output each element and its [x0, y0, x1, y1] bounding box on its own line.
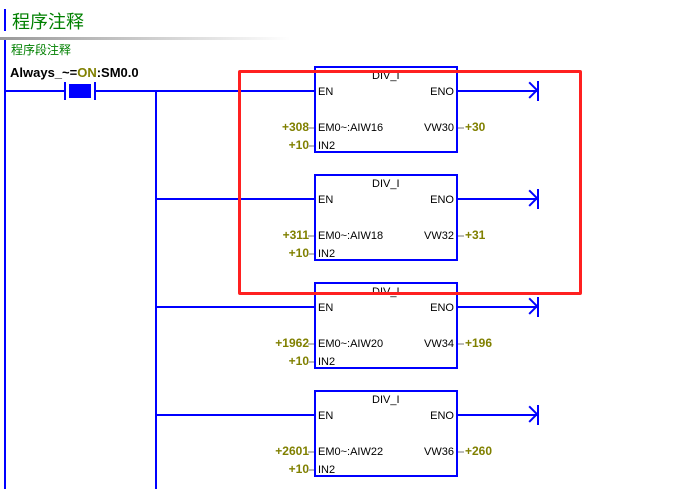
- out-value: +31: [465, 228, 486, 242]
- coil-end-icon: [537, 297, 539, 317]
- coil-end-icon: [537, 81, 539, 101]
- div-i-block[interactable]: DIV_I EN ENO EM0~:AIW16 VW30 IN2: [314, 66, 458, 153]
- eno-wire: [458, 90, 538, 92]
- out-operand[interactable]: VW32: [424, 230, 454, 242]
- in1-value: +2601: [275, 444, 309, 458]
- eno-wire: [458, 414, 538, 416]
- coil-end-icon: [537, 189, 539, 209]
- in1-operand[interactable]: EM0~:AIW18: [318, 230, 384, 242]
- out-value: +196: [465, 336, 493, 350]
- pin-stub: [308, 235, 314, 237]
- in2-value: +10: [288, 246, 309, 260]
- en-pin: EN: [318, 194, 334, 206]
- en-pin: EN: [318, 410, 334, 422]
- branch-en-wire: [156, 414, 314, 416]
- eno-pin: ENO: [430, 302, 454, 314]
- in2-value: +10: [288, 462, 309, 476]
- pin-stub: [308, 469, 314, 471]
- branch-wire: [155, 90, 157, 489]
- contact-sm0-0[interactable]: [64, 82, 96, 100]
- in2-pin: IN2: [318, 248, 336, 260]
- power-rail: [4, 40, 6, 489]
- arrow-icon: [521, 405, 539, 423]
- pin-stub: [308, 361, 314, 363]
- highlight-rectangle: [238, 70, 582, 295]
- pin-stub: [308, 145, 314, 147]
- separator: [0, 37, 290, 40]
- pin-stub: [308, 343, 314, 345]
- in1-value: +311: [282, 228, 309, 242]
- contact-state: ON: [77, 65, 97, 80]
- in1-operand[interactable]: EM0~:AIW16: [318, 122, 384, 134]
- in2-pin: IN2: [318, 464, 336, 476]
- pin-stub: [458, 343, 464, 345]
- eno-pin: ENO: [430, 86, 454, 98]
- coil-end-icon: [537, 405, 539, 425]
- block-name: DIV_I: [372, 394, 400, 406]
- branch-en-wire: [156, 306, 314, 308]
- branch-en-wire: [156, 90, 314, 92]
- in1-operand[interactable]: EM0~:AIW22: [318, 446, 384, 458]
- pin-stub: [458, 451, 464, 453]
- div-i-block[interactable]: DIV_I EN ENO EM0~:AIW22 VW36 IN2: [314, 390, 458, 477]
- eno-pin: ENO: [430, 410, 454, 422]
- eq: =: [69, 65, 78, 80]
- in1-operand[interactable]: EM0~:AIW20: [318, 338, 384, 350]
- pin-stub: [458, 235, 464, 237]
- div-i-block[interactable]: DIV_I EN ENO EM0~:AIW20 VW34 IN2: [314, 282, 458, 369]
- eno-wire: [458, 198, 538, 200]
- in2-pin: IN2: [318, 140, 336, 152]
- in1-value: +1962: [275, 336, 309, 350]
- title-bar-marker: [4, 9, 6, 31]
- block-name: DIV_I: [372, 70, 400, 82]
- contact-label: Always_~=ON:SM0.0: [10, 65, 139, 80]
- pin-stub: [308, 127, 314, 129]
- program-comment[interactable]: 程序注释: [12, 12, 84, 32]
- pin-stub: [308, 451, 314, 453]
- eno-pin: ENO: [430, 194, 454, 206]
- out-operand[interactable]: VW34: [424, 338, 454, 350]
- arrow-icon: [521, 297, 539, 315]
- in2-value: +10: [288, 354, 309, 368]
- en-pin: EN: [318, 302, 334, 314]
- out-operand[interactable]: VW30: [424, 122, 454, 134]
- contact-address: :SM0.0: [96, 65, 139, 80]
- pin-stub: [308, 253, 314, 255]
- branch-en-wire: [156, 198, 314, 200]
- pin-stub: [458, 127, 464, 129]
- en-pin: EN: [318, 86, 334, 98]
- network-comment[interactable]: 程序段注释: [11, 43, 72, 57]
- in1-value: +308: [281, 120, 309, 134]
- block-name: DIV_I: [372, 178, 400, 190]
- out-value: +260: [465, 444, 493, 458]
- out-value: +30: [465, 120, 486, 134]
- contact-symbol: Always_~: [10, 65, 70, 80]
- in2-value: +10: [288, 138, 309, 152]
- div-i-block[interactable]: DIV_I EN ENO EM0~:AIW18 VW32 IN2: [314, 174, 458, 261]
- in2-pin: IN2: [318, 356, 336, 368]
- out-operand[interactable]: VW36: [424, 446, 454, 458]
- eno-wire: [458, 306, 538, 308]
